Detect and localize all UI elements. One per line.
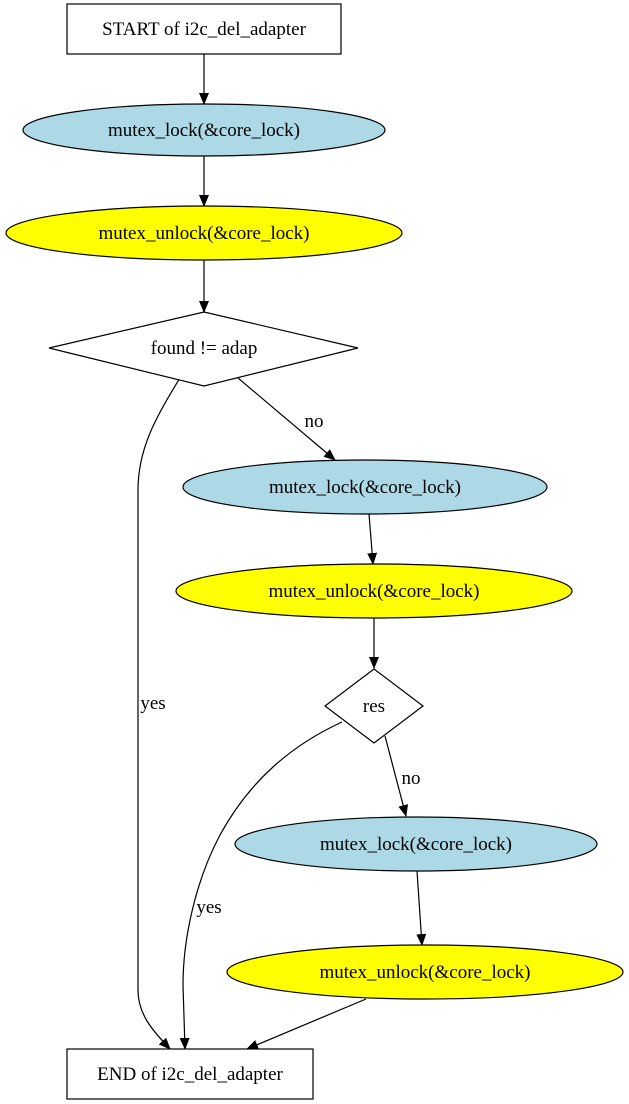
unlock-node-2-label: mutex_unlock(&core_lock) [268,581,479,602]
end-node-label: END of i2c_del_adapter [97,1064,283,1085]
edge-res-yes [179,721,343,1050]
decision-res-node: res [324,668,424,744]
unlock-node-1: mutex_unlock(&core_lock) [5,205,403,261]
lock-node-2-label: mutex_lock(&core_lock) [269,477,461,498]
edge-unlock-3-to-end [246,998,367,1050]
lock-node-1: mutex_lock(&core_lock) [22,103,386,157]
lock-node-1-label: mutex_lock(&core_lock) [108,120,300,141]
edge-label-found-yes: yes [140,693,165,714]
end-node: END of i2c_del_adapter [66,1048,314,1100]
decision-res-label: res [363,696,385,717]
edge-found-no [237,377,336,461]
decision-found-node: found != adap [48,311,359,387]
lock-node-3-label: mutex_lock(&core_lock) [320,834,512,855]
edge-found-yes [137,377,181,1050]
lock-node-2: mutex_lock(&core_lock) [182,459,548,515]
edge-lock-2-to-unlock-2 [367,513,378,565]
decision-found-label: found != adap [151,338,258,359]
lock-node-3: mutex_lock(&core_lock) [234,816,598,872]
edge-label-found-no: no [305,411,324,432]
edge-label-res-yes: yes [196,897,221,918]
edge-label-res-no: no [402,768,421,789]
edge-res-no [384,735,409,817]
unlock-node-2: mutex_unlock(&core_lock) [175,563,573,619]
start-node: START of i2c_del_adapter [66,3,342,55]
unlock-node-3: mutex_unlock(&core_lock) [226,944,624,1000]
edge-lock-3-to-unlock-3 [416,870,427,946]
unlock-node-1-label: mutex_unlock(&core_lock) [98,223,309,244]
start-node-label: START of i2c_del_adapter [102,19,306,40]
unlock-node-3-label: mutex_unlock(&core_lock) [319,962,530,983]
